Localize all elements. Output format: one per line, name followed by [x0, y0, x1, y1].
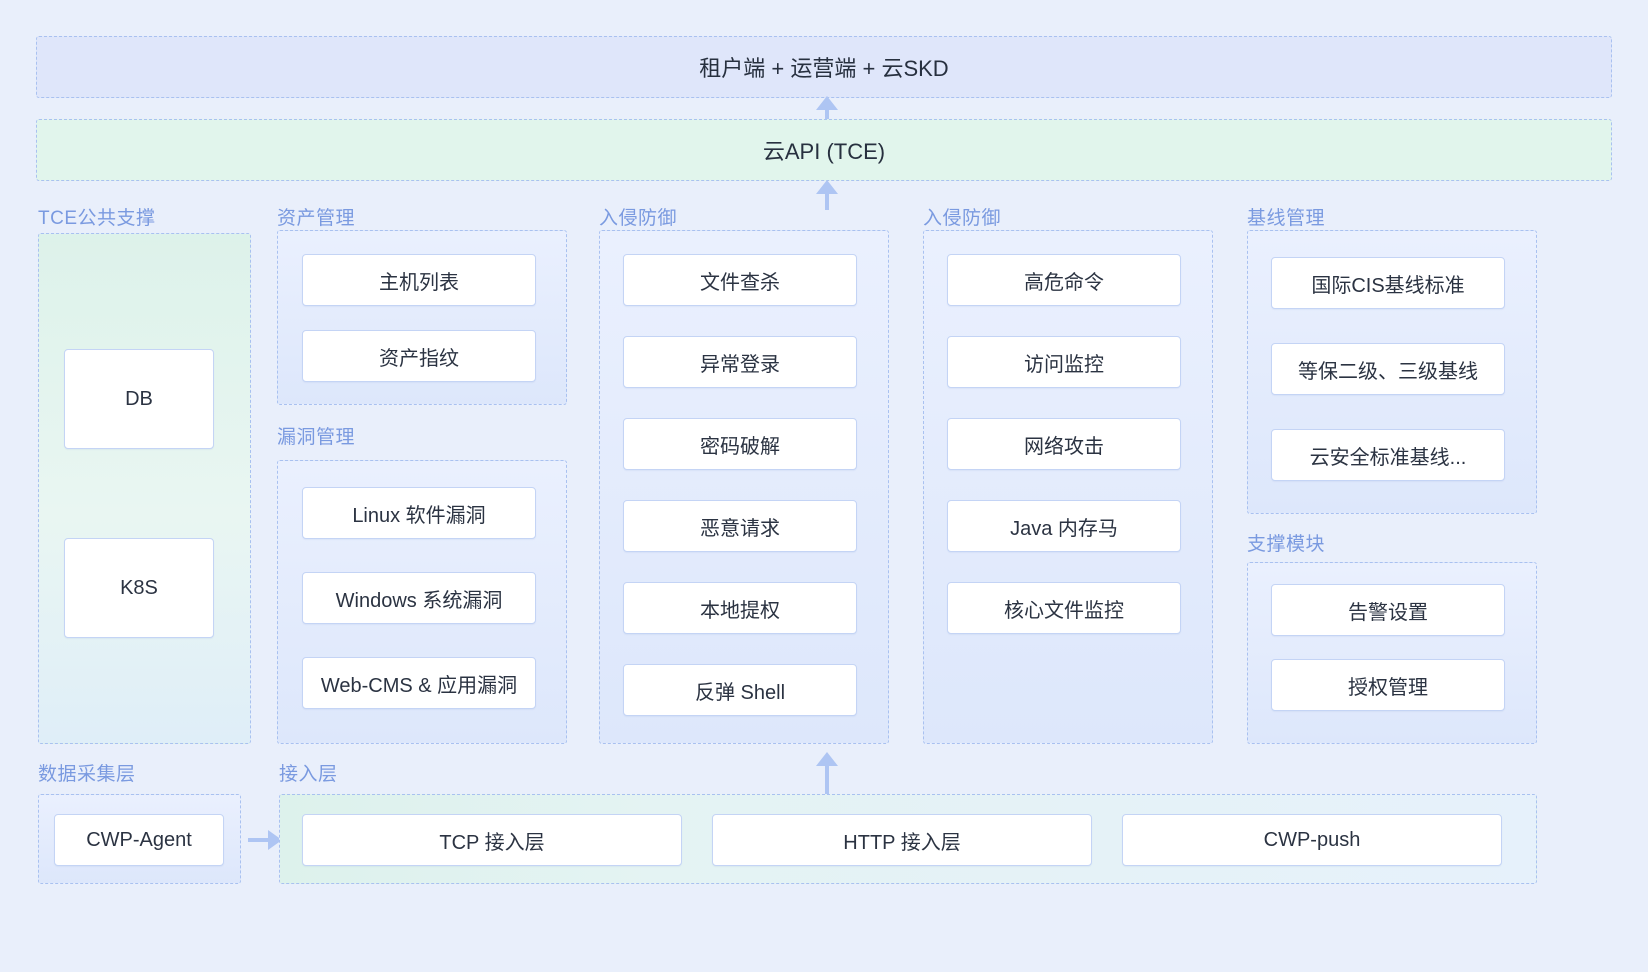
card-cwp-agent[interactable]: CWP-Agent: [54, 814, 224, 866]
group-label-vuln-management: 漏洞管理: [277, 427, 356, 448]
card-host-list[interactable]: 主机列表: [302, 254, 536, 306]
arrow-api-to-client-head-icon: [816, 96, 838, 110]
group-intrusion-defense-1: [599, 230, 889, 744]
arrow-agent-to-access-head-icon: [268, 830, 282, 850]
card-windows-vuln[interactable]: Windows 系统漏洞: [302, 572, 536, 624]
group-label-support-modules: 支撑模块: [1247, 534, 1326, 555]
arrow-access-to-core-stem: [825, 765, 829, 805]
group-label-asset-management: 资产管理: [277, 208, 356, 229]
card-cwp-push[interactable]: CWP-push: [1122, 814, 1502, 866]
arrow-agent-to-access-stem: [248, 838, 270, 842]
card-java-memory-shell[interactable]: Java 内存马: [947, 500, 1181, 552]
card-http-access-layer[interactable]: HTTP 接入层: [712, 814, 1092, 866]
card-db[interactable]: DB: [64, 349, 214, 449]
group-intrusion-defense-2: [923, 230, 1213, 744]
card-tcp-access-layer[interactable]: TCP 接入层: [302, 814, 682, 866]
card-alert-settings[interactable]: 告警设置: [1271, 584, 1505, 636]
client-banner-label: 租户端 + 运营端 + 云SKD: [699, 56, 949, 81]
card-cloud-security-baseline[interactable]: 云安全标准基线...: [1271, 429, 1505, 481]
cloud-api-banner-label: 云API (TCE): [762, 139, 886, 164]
card-high-risk-command[interactable]: 高危命令: [947, 254, 1181, 306]
cloud-api-banner: 云API (TCE): [36, 119, 1612, 181]
card-authorization-management[interactable]: 授权管理: [1271, 659, 1505, 711]
arrow-core-to-api-head-icon: [816, 180, 838, 194]
card-core-file-monitor[interactable]: 核心文件监控: [947, 582, 1181, 634]
card-access-monitor[interactable]: 访问监控: [947, 336, 1181, 388]
card-password-crack[interactable]: 密码破解: [623, 418, 857, 470]
card-dengbao-baseline[interactable]: 等保二级、三级基线: [1271, 343, 1505, 395]
group-label-intrusion-defense-2: 入侵防御: [923, 208, 1002, 229]
group-label-baseline-management: 基线管理: [1247, 208, 1326, 229]
group-tce-support: [38, 233, 251, 744]
client-banner: 租户端 + 运营端 + 云SKD: [36, 36, 1612, 98]
card-malicious-request[interactable]: 恶意请求: [623, 500, 857, 552]
group-label-access-layer: 接入层: [279, 764, 338, 785]
card-k8s[interactable]: K8S: [64, 538, 214, 638]
card-reverse-shell[interactable]: 反弹 Shell: [623, 664, 857, 716]
card-linux-vuln[interactable]: Linux 软件漏洞: [302, 487, 536, 539]
card-webcms-vuln[interactable]: Web-CMS & 应用漏洞: [302, 657, 536, 709]
arrow-core-to-api-stem: [825, 188, 829, 210]
card-cis-baseline[interactable]: 国际CIS基线标准: [1271, 257, 1505, 309]
card-file-scan[interactable]: 文件查杀: [623, 254, 857, 306]
group-label-collection-layer: 数据采集层: [38, 764, 136, 785]
arrow-api-to-client-stem: [825, 105, 829, 129]
group-label-tce-support: TCE公共支撑: [38, 208, 156, 229]
card-network-attack[interactable]: 网络攻击: [947, 418, 1181, 470]
group-label-intrusion-defense-1: 入侵防御: [599, 208, 678, 229]
card-asset-fingerprint[interactable]: 资产指纹: [302, 330, 536, 382]
card-local-privilege-escalation[interactable]: 本地提权: [623, 582, 857, 634]
arrow-access-to-core-head-icon: [816, 752, 838, 766]
card-abnormal-login[interactable]: 异常登录: [623, 336, 857, 388]
